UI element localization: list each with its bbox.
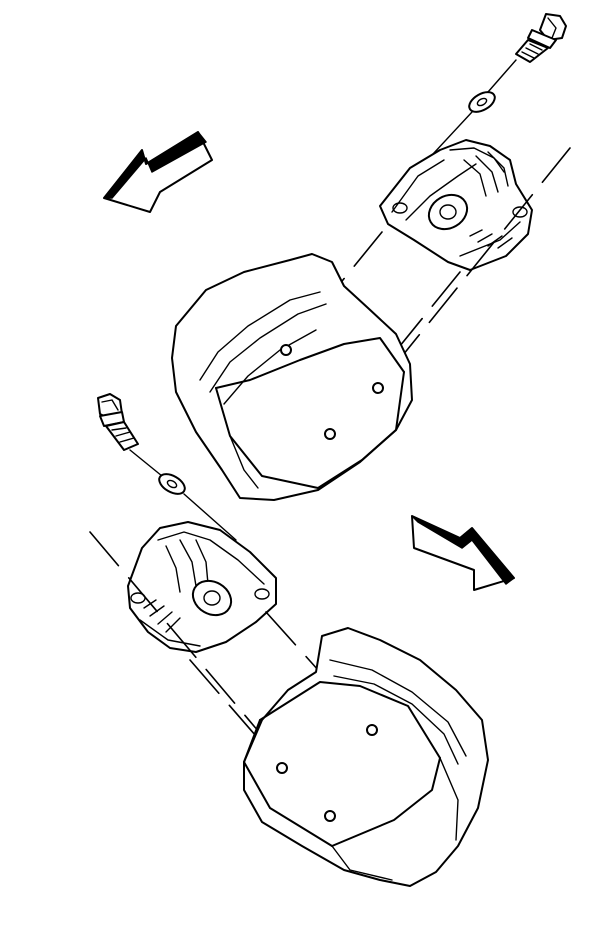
upper-engine-mount-bracket	[379, 139, 533, 271]
lower-frame-mount-pad	[243, 627, 489, 887]
lower-washer	[158, 473, 186, 495]
lower-engine-mount-bracket	[127, 521, 277, 653]
upper-right-stud-line	[377, 147, 571, 387]
upper-bolt	[515, 13, 567, 63]
lower-mount-assembly	[89, 393, 489, 887]
lower-bolt-axis-line	[129, 449, 237, 541]
lower-center-stud-line	[189, 659, 283, 767]
lower-bolt	[97, 393, 139, 451]
upper-frame-mount-pad	[171, 253, 413, 501]
front-direction-arrow-icon	[103, 131, 213, 213]
rear-direction-arrow-icon	[411, 515, 515, 591]
upper-washer	[468, 91, 496, 113]
upper-mount-assembly	[171, 13, 571, 501]
